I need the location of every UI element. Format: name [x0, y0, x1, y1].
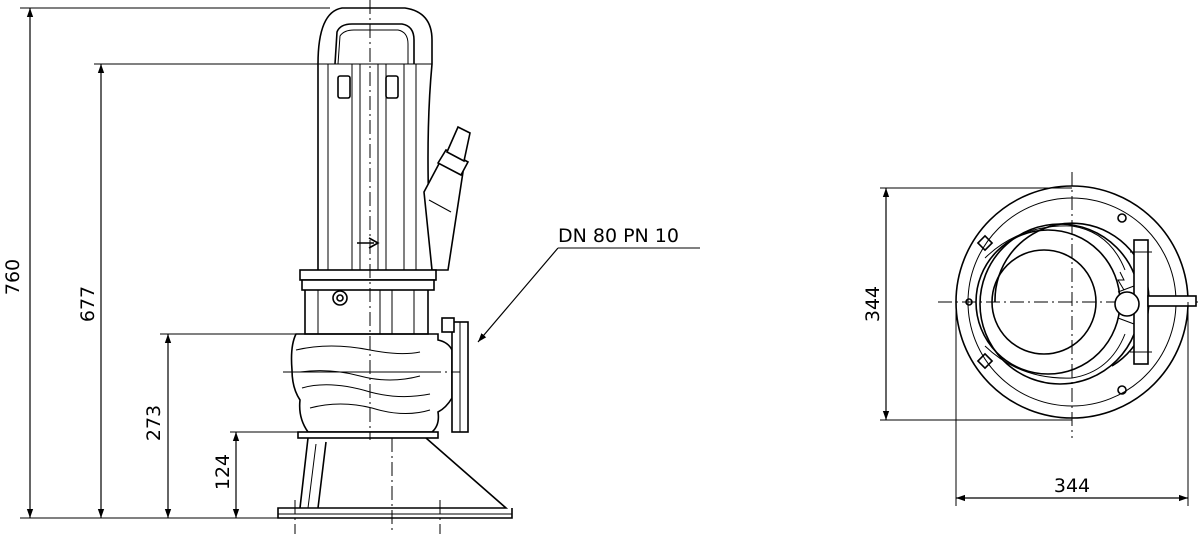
side-view-dimensions	[20, 7, 330, 519]
pump-volute	[290, 333, 453, 433]
seal-housing	[304, 290, 429, 335]
dim-label-plan-width: 344	[1054, 475, 1090, 497]
discharge-flange	[441, 317, 469, 433]
plan-view-dimensions	[880, 187, 1189, 506]
dim-label-plan-depth: 344	[862, 286, 884, 322]
dim-label-outlet-height: 273	[143, 405, 165, 441]
flange-spec-label: DN 80 PN 10	[558, 225, 679, 247]
dim-label-flange-height: 677	[77, 286, 99, 322]
pump-side-view	[277, 0, 513, 534]
plan-cable-outlet	[1147, 295, 1197, 307]
plan-impeller-eye	[991, 249, 1097, 355]
pump-plan-view	[938, 172, 1200, 438]
lifting-handle	[334, 23, 415, 65]
duckfoot-base	[277, 437, 513, 519]
dim-label-base-height: 124	[212, 454, 234, 490]
flange-callout-leader	[477, 247, 700, 343]
dim-label-overall-height: 760	[2, 259, 24, 295]
motor-housing	[317, 7, 433, 271]
rotation-arrow	[357, 237, 380, 249]
cable-inlet	[423, 125, 471, 271]
